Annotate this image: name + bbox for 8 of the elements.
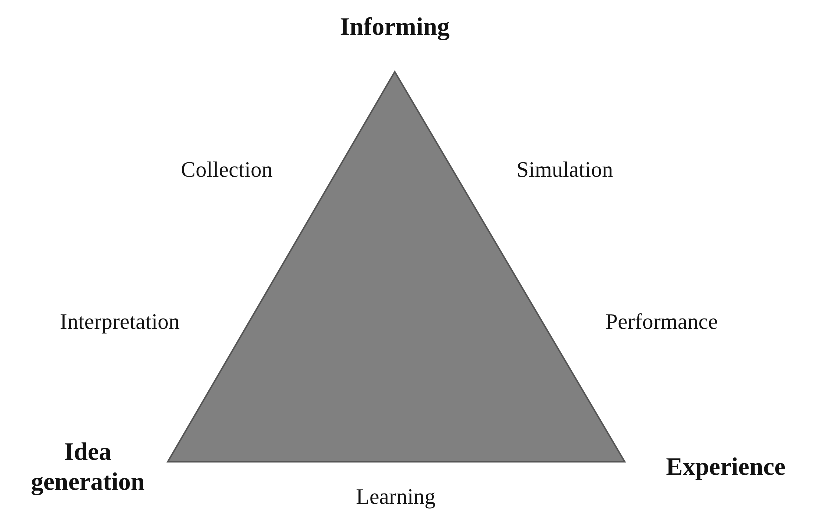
side-label: Learning <box>356 484 436 510</box>
side-label: Simulation <box>516 157 614 183</box>
side-label: Interpretation <box>60 309 180 335</box>
vertex-label: Experience <box>666 453 786 483</box>
side-label: Performance <box>606 309 718 335</box>
vertex-label: Informing <box>340 13 450 43</box>
side-label: Collection <box>181 157 273 183</box>
vertex-label: Idea generation <box>30 438 146 498</box>
